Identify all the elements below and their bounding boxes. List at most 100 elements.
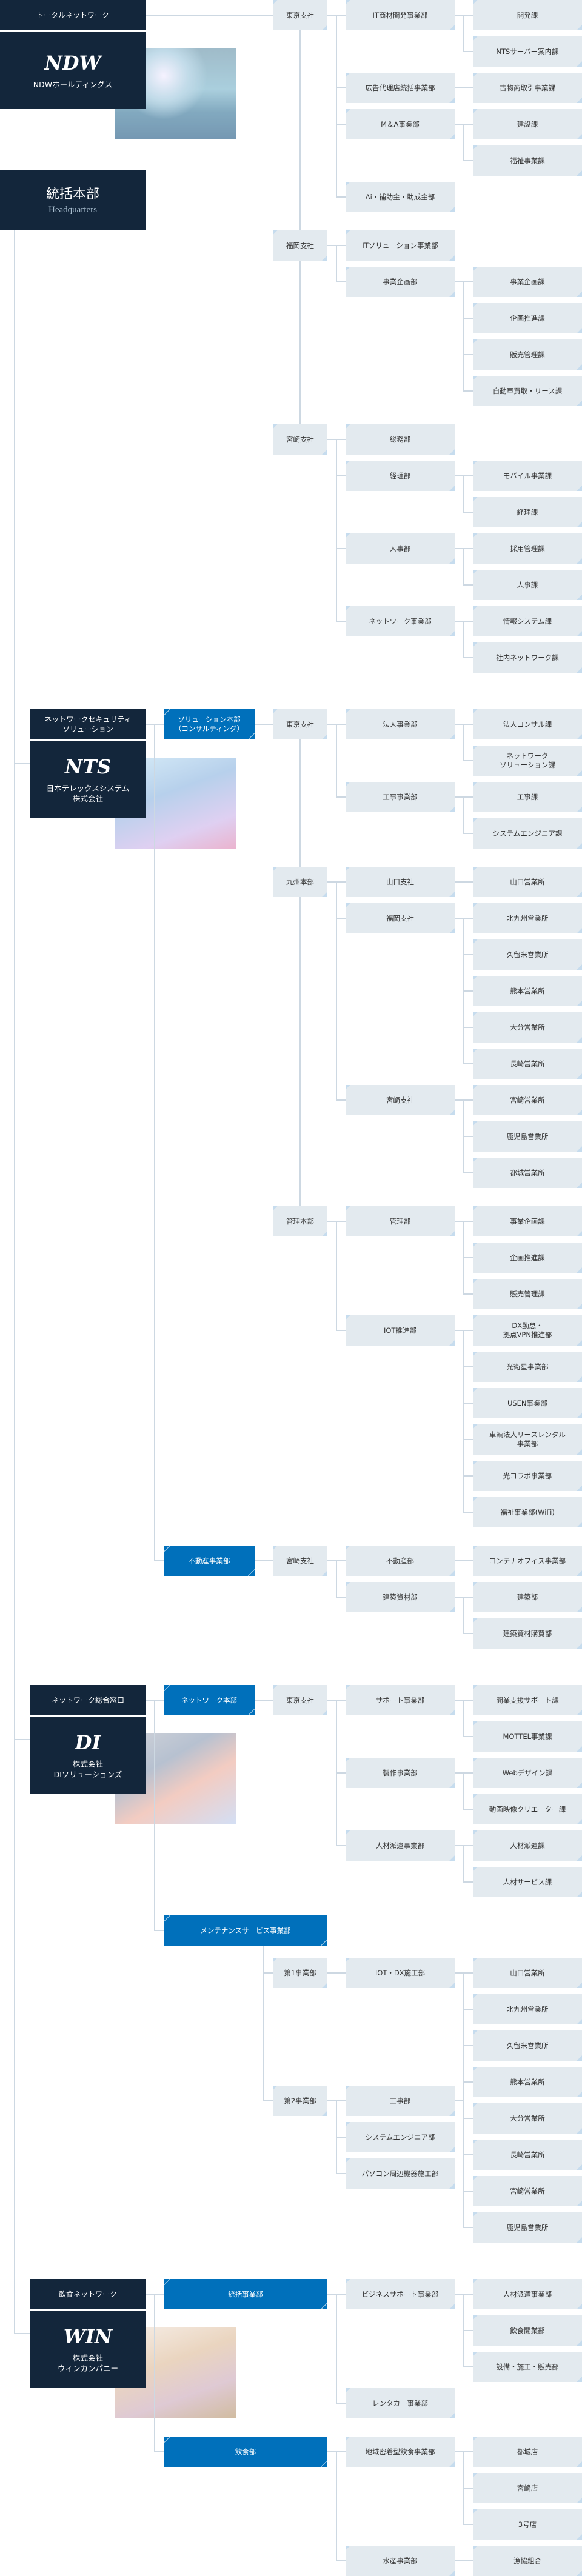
- org-unit-box: 古物商取引事業課: [473, 73, 582, 103]
- org-unit-box: 東京支社: [273, 0, 327, 30]
- connector-line: [455, 1972, 464, 1974]
- org-unit-box: レンタカー事業部: [346, 2388, 455, 2418]
- org-unit-box: 工事課: [473, 782, 582, 812]
- connector-line: [464, 1403, 473, 1404]
- connector-line: [455, 1772, 464, 1774]
- connector-line: [464, 954, 473, 955]
- connector-line: [336, 2294, 346, 2295]
- org-unit-box: 宮崎営業所: [473, 1085, 582, 1115]
- org-unit-box: 鹿児島営業所: [473, 2212, 582, 2243]
- company-logo: DI: [75, 1731, 101, 1754]
- org-unit-box: 広告代理店統括事業部: [346, 73, 455, 103]
- company-name: 株式会社 DIソリューションズ: [53, 1760, 122, 1779]
- connector-line: [336, 1221, 346, 1222]
- connector-line: [299, 739, 301, 867]
- org-unit-box: 久留米営業所: [473, 2030, 582, 2061]
- connector-line: [154, 2294, 155, 2452]
- org-unit-box: 製作事業部: [346, 1758, 455, 1788]
- connector-line: [464, 390, 473, 392]
- connector-line: [464, 318, 473, 319]
- connector-line: [463, 476, 464, 513]
- connector-line: [255, 1700, 264, 1701]
- connector-line: [455, 87, 464, 88]
- company-logo: NDW: [44, 51, 101, 75]
- connector-line: [463, 15, 464, 52]
- connector-line: [336, 1561, 337, 1598]
- connector-line: [336, 1700, 346, 1701]
- connector-line: [336, 2560, 346, 2561]
- org-unit-box: 工事事業部: [346, 782, 455, 812]
- org-unit-box: 漁協組合: [473, 2546, 582, 2576]
- connector-line: [336, 882, 337, 1101]
- org-unit-box: 人材サービス課: [473, 1867, 582, 1897]
- org-unit-box: 3号店: [473, 2509, 582, 2540]
- company-logo: WIN: [63, 2325, 113, 2348]
- connector-line: [464, 2118, 473, 2119]
- connector-line: [463, 1773, 464, 1810]
- connector-line: [464, 2488, 473, 2489]
- division-box: ネットワーク本部: [164, 1685, 255, 1715]
- org-unit-box: 熊本営業所: [473, 976, 582, 1006]
- org-unit-box: 飲食開業部: [473, 2315, 582, 2346]
- connector-line: [455, 2560, 464, 2561]
- org-unit-box: 宮崎支社: [273, 1546, 327, 1576]
- connector-line: [464, 512, 473, 513]
- org-unit-box: 北九州営業所: [473, 903, 582, 933]
- connector-line: [455, 1330, 464, 1331]
- connector-line: [455, 1221, 464, 1222]
- connector-line: [263, 2100, 273, 2101]
- connector-line: [464, 1027, 473, 1028]
- org-unit-box: 水産事業部: [346, 2546, 455, 2576]
- connector-line: [336, 87, 346, 88]
- connector-line: [464, 2191, 473, 2192]
- connector-line: [464, 160, 473, 161]
- connector-line: [455, 475, 464, 476]
- connector-line: [464, 724, 473, 725]
- connector-line: [464, 881, 473, 883]
- org-unit-box: 大分営業所: [473, 1012, 582, 1043]
- connector-line: [464, 2366, 473, 2367]
- connector-line: [464, 833, 473, 834]
- org-unit-box: ビジネスサポート事業部: [346, 2279, 455, 2309]
- connector-line: [455, 15, 464, 16]
- org-unit-box: 長崎営業所: [473, 1049, 582, 1079]
- connector-line: [464, 124, 473, 125]
- connector-line: [464, 1439, 473, 1440]
- connector-line: [336, 2451, 346, 2452]
- connector-line: [464, 1257, 473, 1258]
- connector-line: [327, 881, 336, 883]
- org-unit-box: 事業企画課: [473, 1206, 582, 1236]
- connector-line: [455, 1597, 464, 1598]
- org-unit-box: 事業企画課: [473, 267, 582, 297]
- org-unit-box: 建設課: [473, 109, 582, 139]
- connector-line: [146, 15, 264, 16]
- connector-line: [455, 2100, 464, 2101]
- connector-line: [464, 1972, 473, 1974]
- org-unit-box: 法人コンサル課: [473, 709, 582, 739]
- org-unit-box: ITソリューション事業部: [346, 230, 455, 261]
- connector-line: [464, 657, 473, 658]
- connector-line: [464, 475, 473, 476]
- connector-line: [146, 1700, 155, 1701]
- connector-line: [464, 15, 473, 16]
- connector-line: [264, 1560, 273, 1561]
- org-unit-box: 長崎営業所: [473, 2140, 582, 2170]
- connector-line: [336, 1099, 346, 1101]
- org-unit-box: 人材派遣課: [473, 1830, 582, 1861]
- connector-line: [464, 1560, 473, 1561]
- connector-line: [464, 1475, 473, 1477]
- org-unit-box: 宮崎支社: [346, 1085, 455, 1115]
- group-network-label: ネットワークセキュリティ ソリューション: [30, 709, 146, 739]
- org-unit-box: 販売管理課: [473, 1279, 582, 1309]
- org-unit-box: Webデザイン課: [473, 1758, 582, 1788]
- connector-line: [464, 1736, 473, 1737]
- connector-line: [455, 124, 464, 125]
- connector-line: [336, 281, 346, 282]
- org-unit-box: 企画推進課: [473, 1243, 582, 1273]
- connector-line: [336, 124, 346, 125]
- connector-line: [455, 1099, 464, 1101]
- org-unit-box: 事業企画部: [346, 267, 455, 297]
- division-box: メンテナンスサービス事業部: [164, 1915, 327, 1946]
